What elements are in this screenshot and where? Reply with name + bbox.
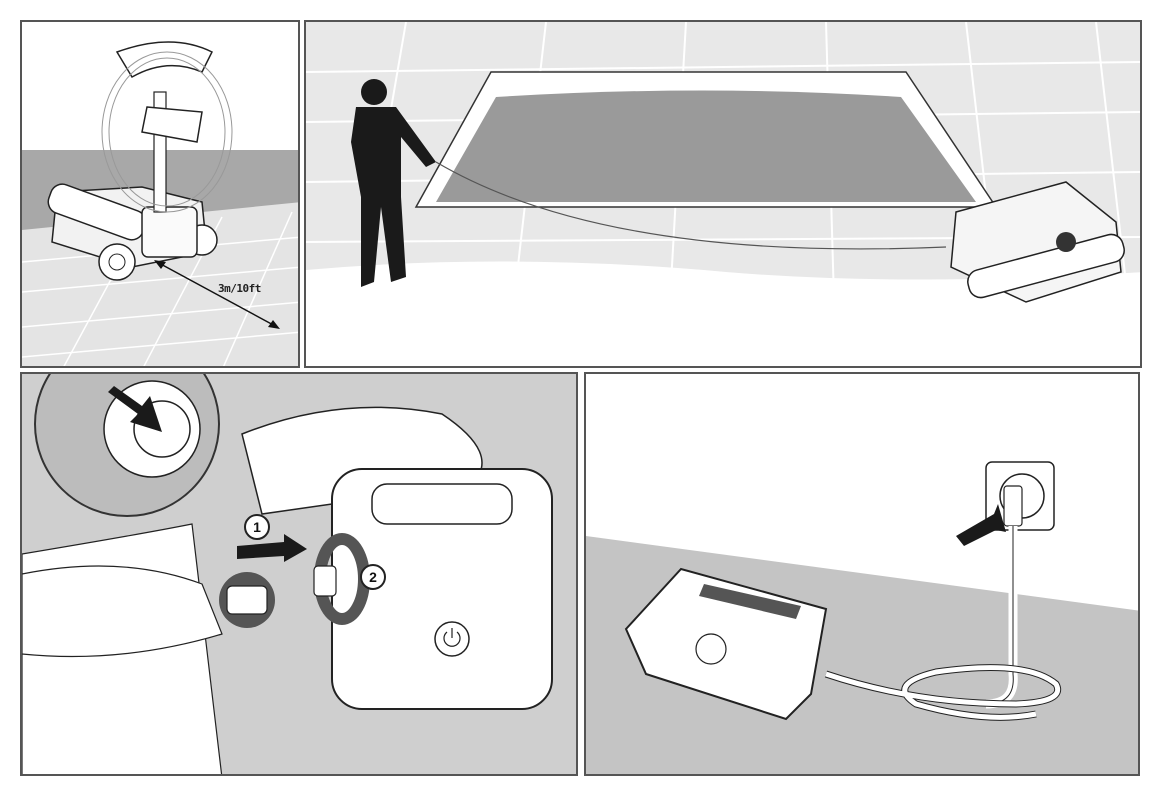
pin-arrow-icon: [108, 386, 162, 432]
pool-illustration: [306, 22, 1140, 366]
panel-caddy-distance: 3m/10ft: [20, 20, 300, 368]
panel-plug-in: [584, 372, 1140, 776]
panel-connect-cable: 1 2: [20, 372, 578, 776]
distance-label: 3m/10ft: [218, 282, 261, 295]
push-arrow-icon: [237, 534, 307, 562]
step-2-badge: 2: [360, 564, 386, 590]
person-silhouette: [351, 79, 436, 287]
robot-cleaner: [950, 181, 1125, 303]
plug-in-arrow-icon: [956, 504, 1006, 546]
caddy-illustration: [22, 41, 298, 366]
plug-in-illustration: [586, 461, 1138, 774]
connection-illustration: [22, 374, 553, 774]
panel-pool-placement: [304, 20, 1142, 368]
power-button-icon: [434, 621, 470, 657]
step-1-badge: 1: [244, 514, 270, 540]
